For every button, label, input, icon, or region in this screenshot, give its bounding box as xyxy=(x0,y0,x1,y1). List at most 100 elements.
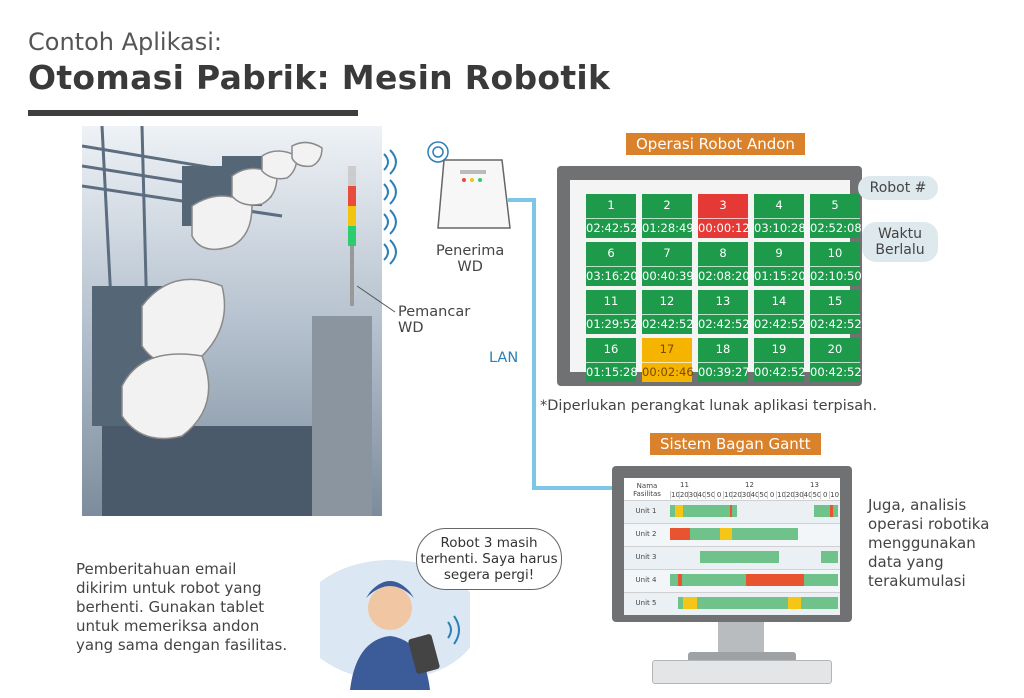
facility-header: Nama Fasilitas xyxy=(633,482,661,498)
elapsed-time: 01:29:52 xyxy=(586,314,638,331)
andon-cell-7: 7 00:40:39 xyxy=(642,242,694,286)
elapsed-time: 01:15:28 xyxy=(586,362,638,379)
gantt-bar xyxy=(690,528,721,540)
robot-number: 7 xyxy=(663,246,671,260)
software-note: *Diperlukan perangkat lunak aplikasi ter… xyxy=(540,398,877,414)
gantt-bar xyxy=(696,597,788,609)
lan-label: LAN xyxy=(489,350,519,366)
elapsed-time: 00:42:52 xyxy=(754,362,806,379)
robot-number: 9 xyxy=(775,246,783,260)
gantt-bar xyxy=(732,528,798,540)
gantt-bar xyxy=(814,505,830,517)
gantt-day-label: 13 xyxy=(810,481,819,489)
robot-number: 10 xyxy=(827,246,843,260)
worker-illustration xyxy=(320,560,470,690)
monitor-base xyxy=(688,652,796,662)
transmitter-label: Pemancar WD xyxy=(398,304,471,336)
elapsed-time: 02:42:52 xyxy=(698,314,750,331)
gantt-bar xyxy=(683,597,697,609)
gantt-bar xyxy=(698,574,712,586)
elapsed-time: 00:02:46 xyxy=(642,362,694,379)
gantt-bar xyxy=(801,597,838,609)
gantt-tick-label: 20 xyxy=(731,491,742,499)
gantt-bar xyxy=(683,505,731,517)
gantt-unit-label: Unit 2 xyxy=(635,530,657,538)
gantt-tick-label: 10 xyxy=(829,491,840,499)
gantt-bar xyxy=(732,505,738,517)
analysis-text: Juga, analisis operasi robotika mengguna… xyxy=(868,496,990,590)
elapsed-time: 02:08:20 xyxy=(698,266,750,283)
receiver-device-icon xyxy=(427,141,511,229)
elapsed-time: 00:00:12 xyxy=(698,218,750,235)
andon-cell-13: 13 02:42:52 xyxy=(698,290,750,334)
gantt-bar xyxy=(821,551,838,563)
elapsed-time: 02:52:08 xyxy=(810,218,862,235)
gantt-tick-label: 0 xyxy=(714,491,723,499)
gantt-tick-label: 40 xyxy=(749,491,760,499)
gantt-tick-label: 10 xyxy=(670,491,680,499)
robot-number: 2 xyxy=(663,198,671,212)
andon-cell-12: 12 02:42:52 xyxy=(642,290,694,334)
gantt-bar xyxy=(678,597,684,609)
gantt-bar xyxy=(832,505,838,517)
elapsed-time-callout: Waktu Berlalu xyxy=(862,222,938,262)
gantt-bar xyxy=(720,528,733,540)
robot-number: 3 xyxy=(719,198,727,212)
elapsed-time: 00:40:39 xyxy=(642,266,694,283)
factory-illustration xyxy=(82,126,382,516)
andon-cell-8: 8 02:08:20 xyxy=(698,242,750,286)
robot-number: 8 xyxy=(719,246,727,260)
andon-cell-16: 16 01:15:28 xyxy=(586,338,638,382)
gantt-bar xyxy=(804,574,838,586)
tablet-icon xyxy=(408,634,440,674)
gantt-bar xyxy=(670,574,679,586)
gantt-tick-label: 30 xyxy=(793,491,804,499)
elapsed-time: 00:42:52 xyxy=(810,362,862,379)
gantt-row xyxy=(624,546,840,570)
robot-number: 16 xyxy=(603,342,619,356)
wireless-signal-icon xyxy=(383,149,397,265)
gantt-tick-label: 40 xyxy=(696,491,707,499)
gantt-bar xyxy=(678,574,682,586)
elapsed-time: 01:15:20 xyxy=(754,266,806,283)
monitor-stand xyxy=(718,622,764,654)
elapsed-time: 03:16:20 xyxy=(586,266,638,283)
gantt-tick-label: 20 xyxy=(784,491,795,499)
gantt-unit-label: Unit 5 xyxy=(635,599,657,607)
gantt-bar xyxy=(730,505,733,517)
andon-cell-9: 9 01:15:20 xyxy=(754,242,806,286)
title-underline xyxy=(28,110,358,116)
gantt-bar xyxy=(829,505,833,517)
robot-number: 12 xyxy=(659,294,675,308)
keyboard xyxy=(652,660,832,684)
elapsed-time: 03:10:28 xyxy=(754,218,806,235)
gantt-day-label: 11 xyxy=(680,481,689,489)
gantt-unit-label: Unit 1 xyxy=(635,507,657,515)
gantt-tick-label: 10 xyxy=(776,491,787,499)
elapsed-time: 02:42:52 xyxy=(754,314,806,331)
robot-number: 13 xyxy=(715,294,731,308)
elapsed-time: 02:10:50 xyxy=(810,266,862,283)
robot-number: 14 xyxy=(771,294,787,308)
robot-number: 11 xyxy=(603,294,619,308)
lan-cable xyxy=(508,198,624,490)
elapsed-time: 02:42:52 xyxy=(642,314,694,331)
gantt-tick-label: 50 xyxy=(758,491,769,499)
elapsed-time: 00:39:27 xyxy=(698,362,750,379)
subtitle: Contoh Aplikasi: xyxy=(28,28,223,56)
gantt-tag: Sistem Bagan Gantt xyxy=(650,433,821,455)
elapsed-time: 02:42:52 xyxy=(810,314,862,331)
receiver-label: Penerima WD xyxy=(436,243,505,275)
gantt-bar xyxy=(745,574,805,586)
gantt-tick-label: 50 xyxy=(705,491,716,499)
